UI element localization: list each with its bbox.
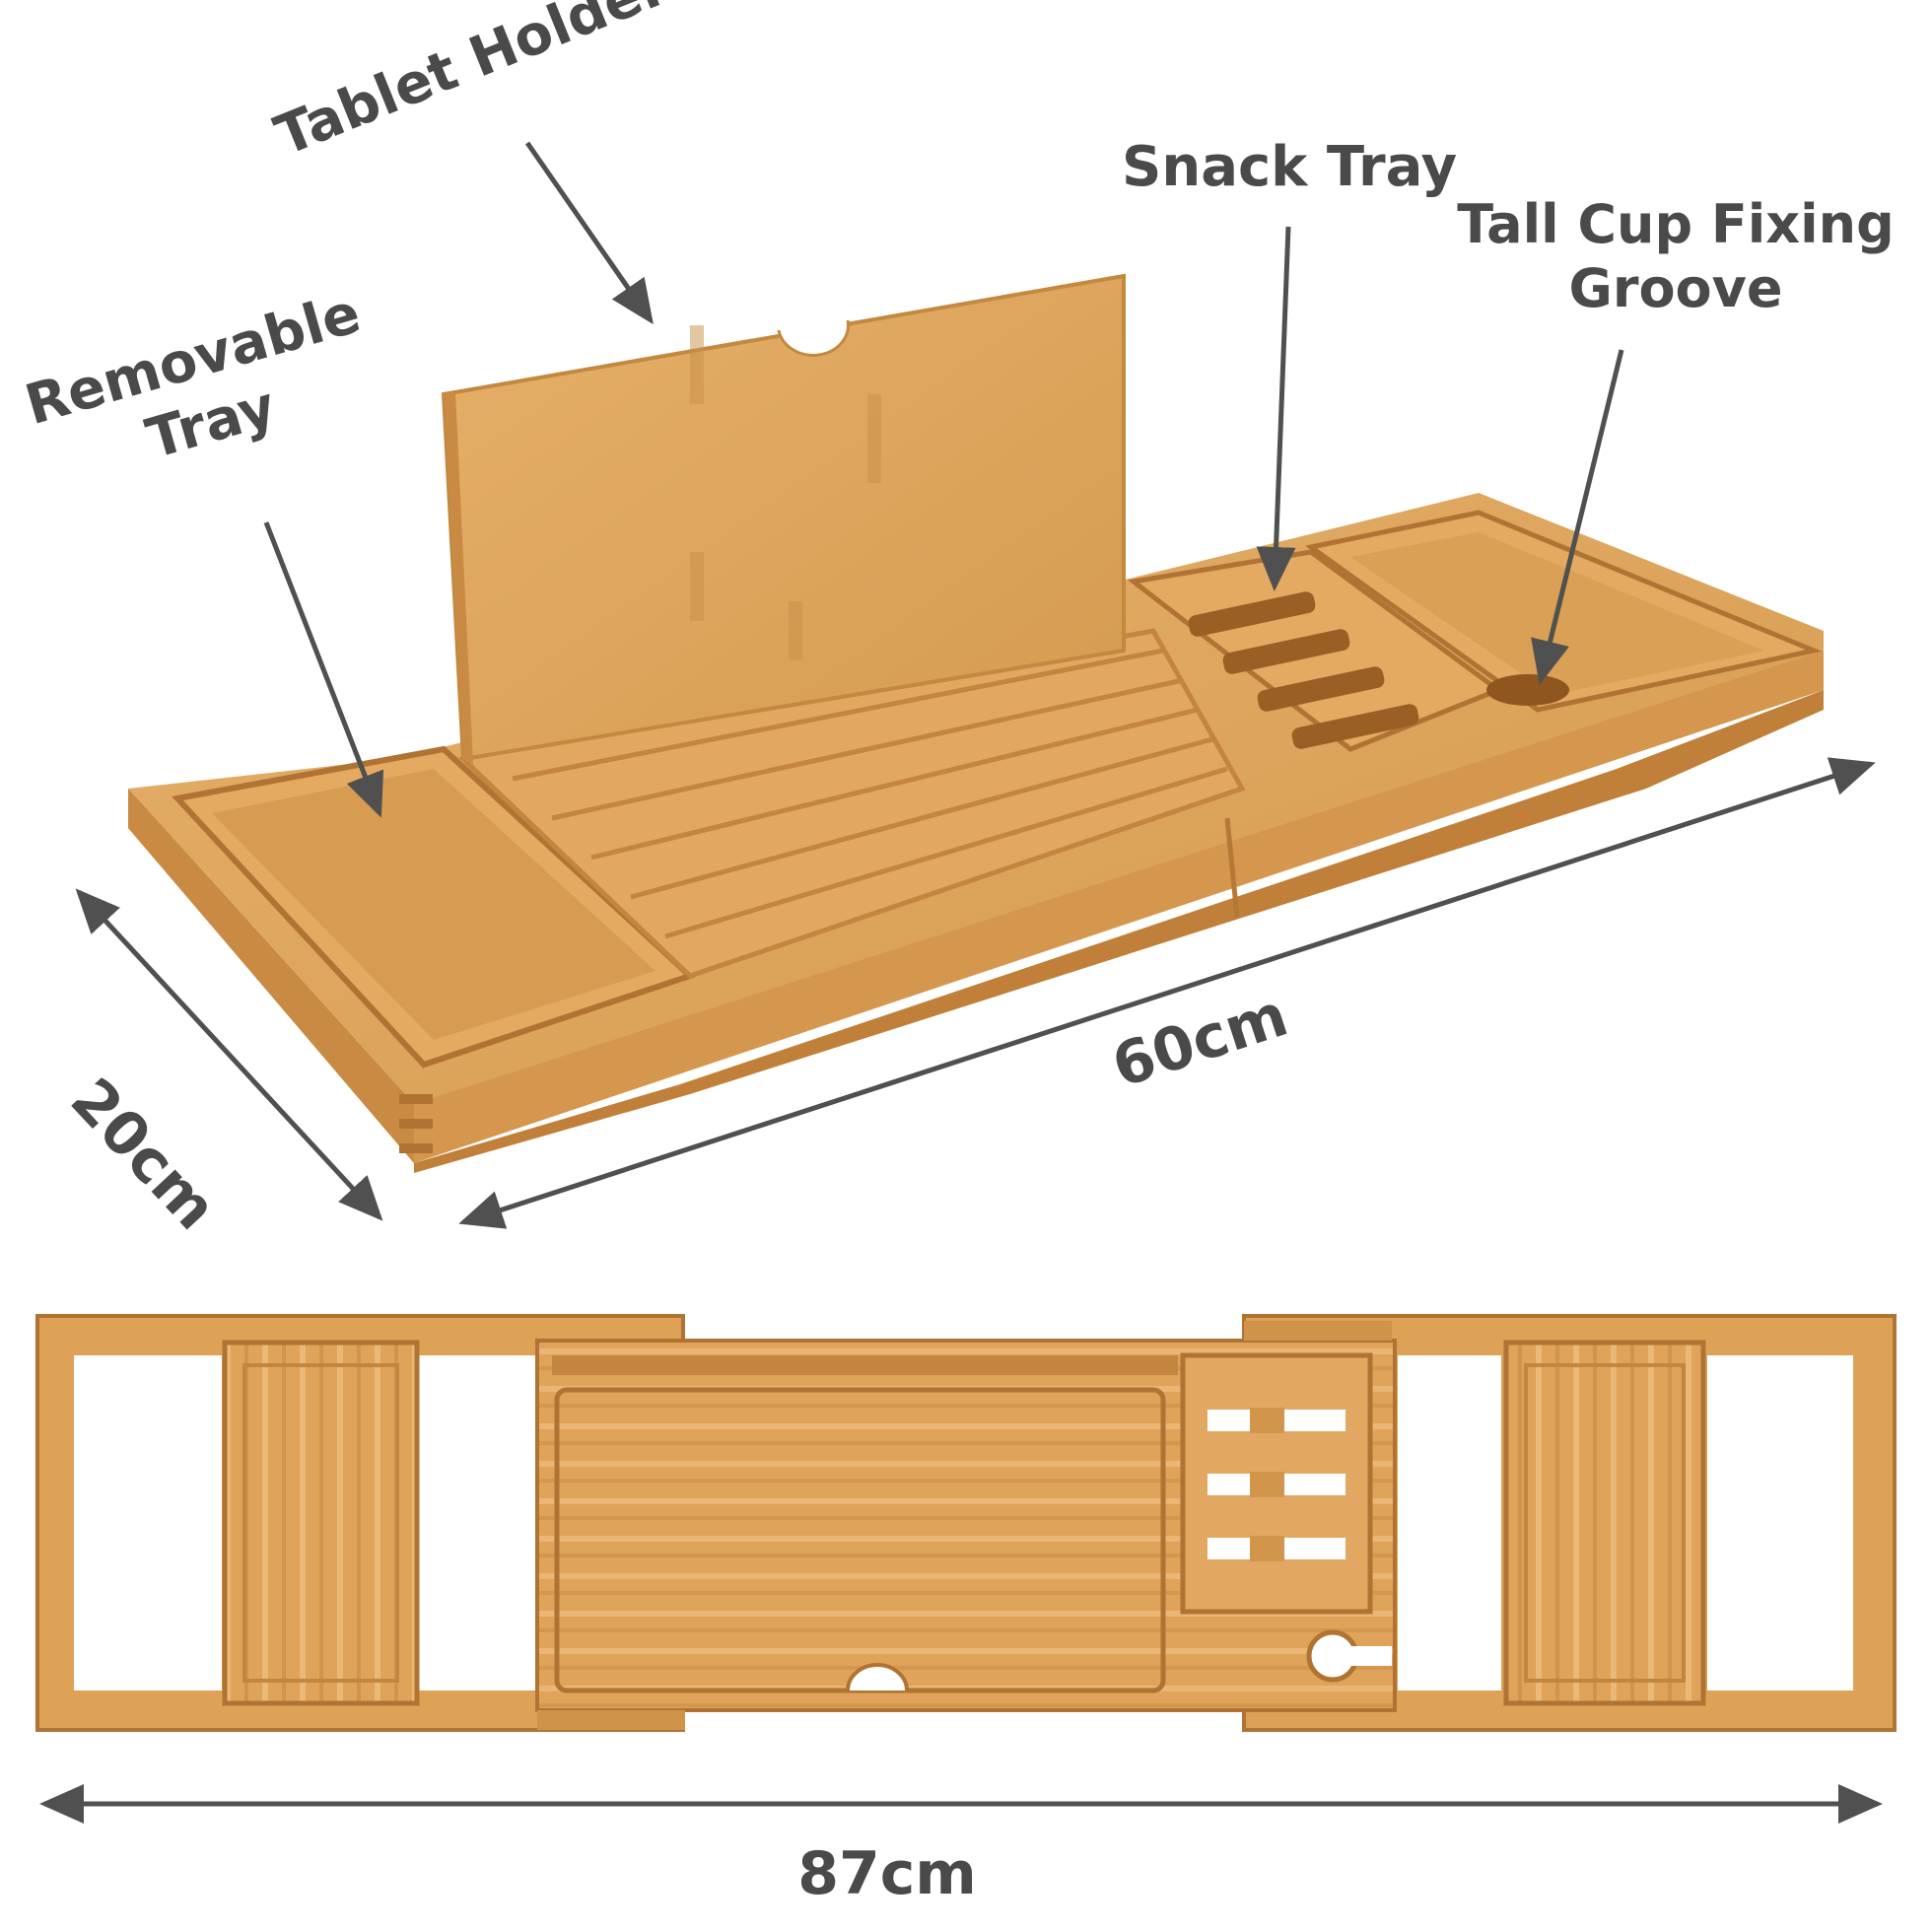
right-step-joint: [1244, 1321, 1392, 1341]
depth-dimension-line: [75, 888, 383, 1221]
tablet-holder-arrow: [524, 141, 654, 325]
snack-tray: [1127, 549, 1504, 752]
right-removable-tray: [1503, 1340, 1706, 1706]
tall-cup-groove-label-line1: Tall Cup Fixing: [1457, 193, 1895, 255]
annotation-arrows: [75, 141, 1876, 1229]
snack-tray-arrow: [1256, 226, 1296, 591]
snack-tray-label: Snack Tray: [1122, 135, 1458, 199]
corner-joints: [399, 1094, 433, 1153]
tablet-holder-board: [441, 273, 1126, 764]
left-frame-gap-1: [74, 1355, 222, 1690]
left-removable-tray: [222, 1340, 420, 1706]
length-dimension-line: [458, 757, 1876, 1229]
caddy-top-view: [35, 1314, 1897, 1732]
caddy-perspective: [128, 273, 1824, 1173]
tablet-slot: [552, 1355, 1178, 1375]
left-frame-gap-2: [419, 1355, 537, 1690]
cup-groove: [1486, 674, 1569, 706]
right-frame-gap-2: [1707, 1355, 1853, 1690]
tall-cup-groove-label-line2: Groove: [1568, 256, 1783, 319]
cup-groove-arrow: [1531, 349, 1624, 685]
left-step-joint: [537, 1710, 685, 1730]
extended-length-label: 87cm: [797, 1839, 977, 1908]
tall-cup-groove-label: Tall Cup Fixing Groove: [1449, 193, 1902, 321]
tablet-board-flat: [554, 1387, 1166, 1693]
right-frame-gap-1: [1398, 1355, 1501, 1690]
removable-tray-arrow: [263, 521, 384, 818]
